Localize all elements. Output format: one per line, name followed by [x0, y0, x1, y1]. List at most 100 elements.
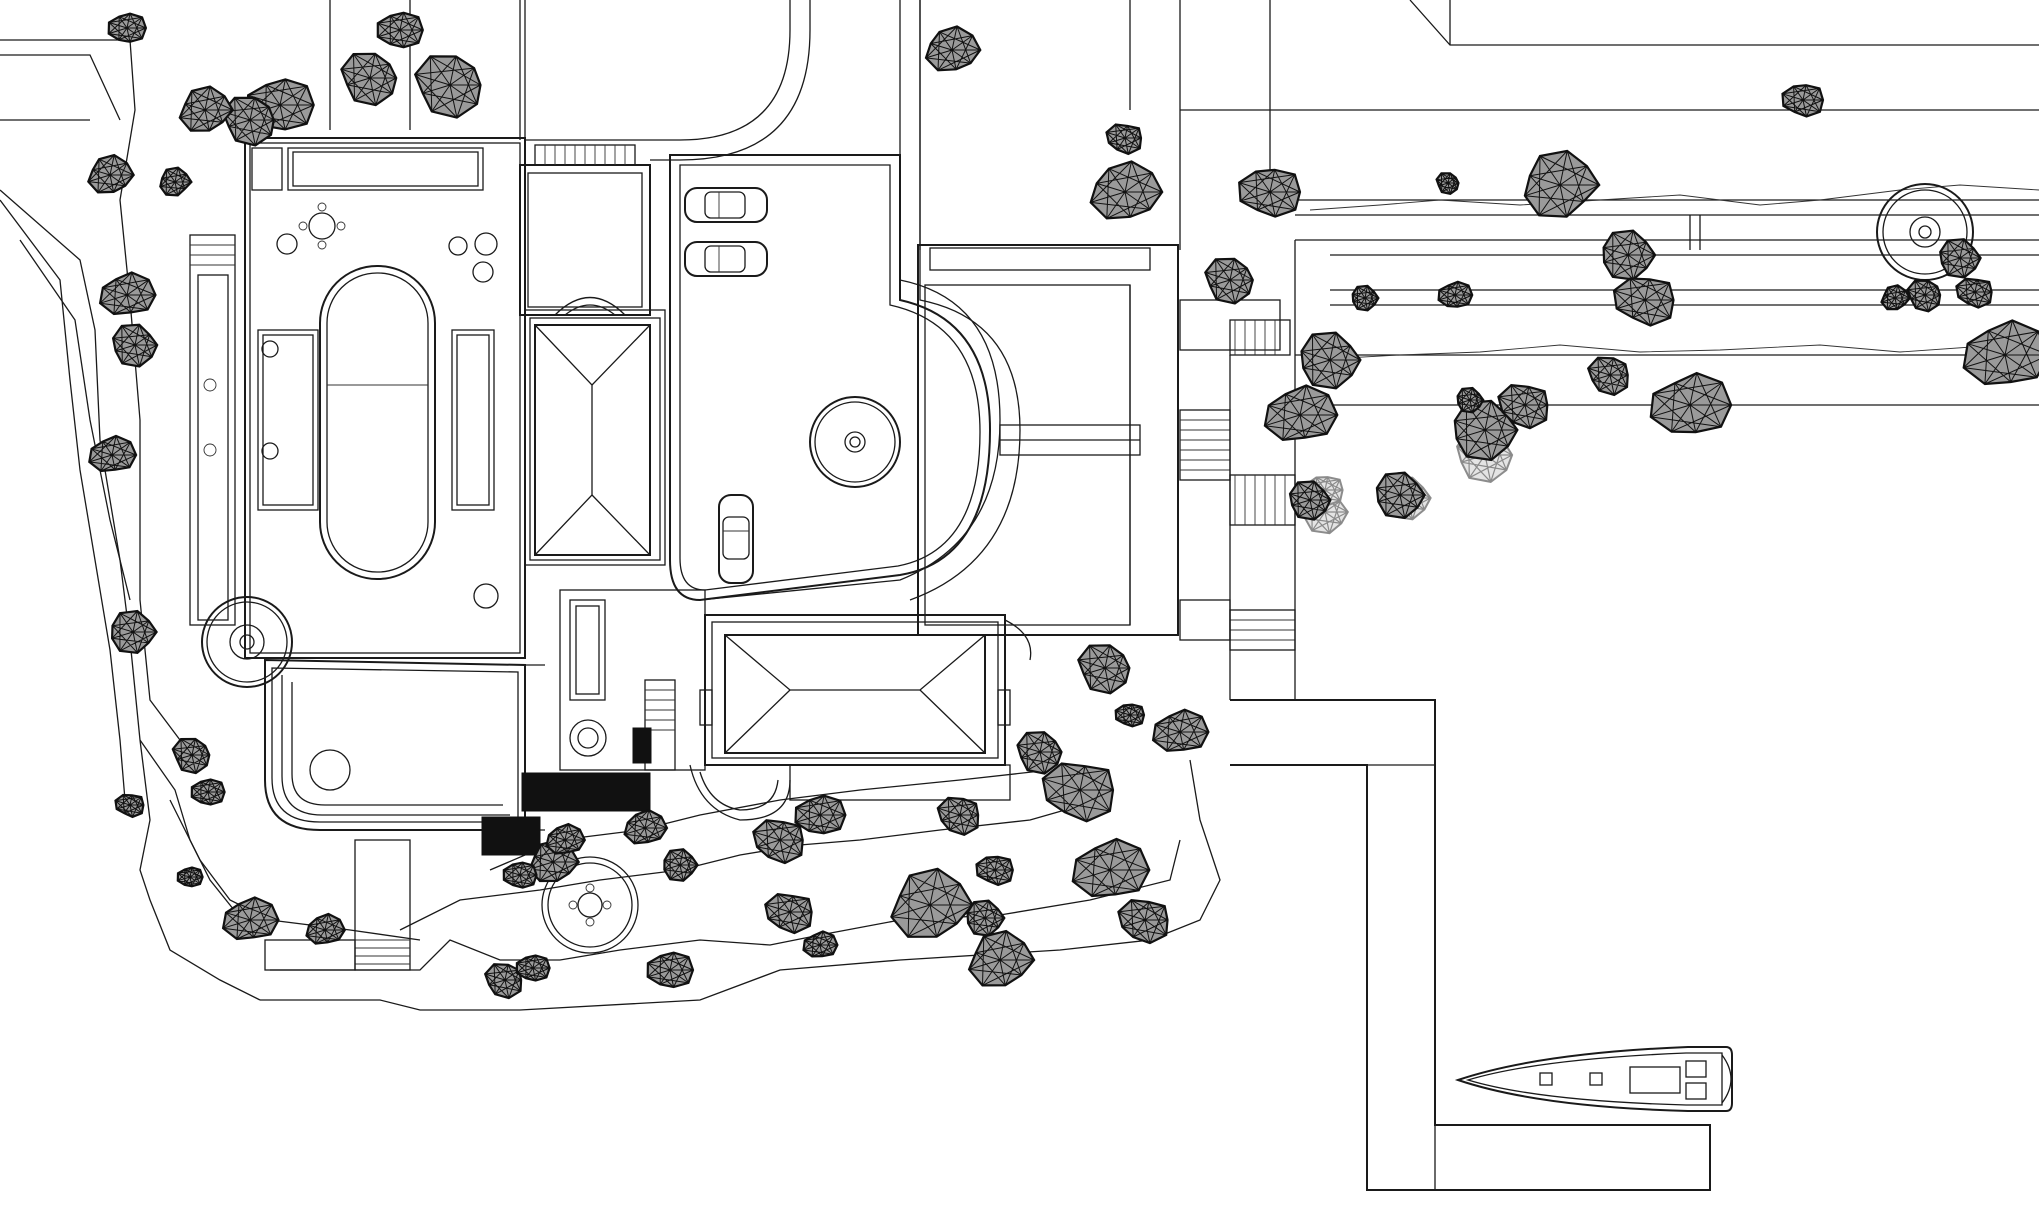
boulder-icon — [1453, 399, 1519, 462]
boulder-icon — [1105, 123, 1143, 156]
boulder-mesh — [112, 324, 158, 367]
boulder-icon — [1962, 319, 2039, 386]
boulder-mesh — [1204, 258, 1254, 304]
boulder-mesh — [377, 12, 423, 48]
boulder-icon — [1497, 383, 1549, 430]
boulder-mesh — [1907, 280, 1941, 312]
boulder-mesh — [1454, 400, 1518, 461]
boulder-mesh — [1072, 838, 1150, 897]
boulder-mesh — [967, 900, 1005, 936]
boulder-mesh — [664, 848, 698, 882]
boulder-icon — [114, 793, 145, 819]
car-icon — [718, 494, 754, 584]
boulder-mesh — [1090, 161, 1163, 219]
boulder-mesh — [1115, 704, 1145, 727]
boulder-icon — [107, 12, 148, 43]
boulder-icon — [1586, 356, 1629, 397]
boulder-mesh — [937, 797, 979, 836]
boulder-icon — [87, 153, 136, 194]
boulder-icon — [966, 899, 1006, 937]
boulder-icon — [663, 848, 699, 882]
boulder-mesh — [1152, 709, 1209, 752]
boulder-mesh — [976, 856, 1014, 886]
boulder-mesh — [1782, 84, 1824, 117]
boulder-mesh — [1301, 332, 1361, 389]
boulder-outline — [1962, 319, 2039, 386]
boulder-mesh — [99, 272, 156, 315]
boulder-mesh — [159, 167, 192, 196]
boulder-icon — [1288, 480, 1332, 521]
car-icon — [684, 187, 768, 223]
boulder-mesh — [795, 795, 846, 834]
boulder-mesh — [503, 862, 537, 888]
boulder-icon — [340, 52, 398, 107]
boulder-icon — [1300, 331, 1362, 390]
boulder-outline — [890, 867, 974, 938]
motor-court — [669, 154, 992, 602]
round-table-icon — [298, 202, 346, 250]
boulder-icon — [413, 55, 482, 119]
boat-icon — [1454, 1046, 1733, 1112]
boulder-icon — [623, 808, 669, 845]
boulder-icon — [1955, 277, 1993, 309]
boulder-outline — [752, 819, 804, 865]
boulder-icon — [975, 855, 1014, 887]
boulder-mesh — [341, 53, 397, 106]
boulder-icon — [890, 867, 974, 938]
east-stairs — [1179, 240, 1296, 701]
boulder-mesh — [1438, 281, 1473, 308]
boulder-icon — [794, 794, 847, 835]
boulder-icon — [936, 796, 980, 836]
boulder-icon — [1114, 703, 1146, 728]
boulder-mesh — [1956, 278, 1992, 308]
boulder-icon — [1041, 762, 1115, 823]
boulder-icon — [111, 323, 159, 368]
boulder-icon — [1612, 277, 1675, 327]
boulder-icon — [967, 929, 1036, 987]
boulder-mesh — [1524, 150, 1600, 217]
boulder-mesh — [88, 435, 137, 472]
boulder-mesh — [111, 610, 157, 654]
boulder-icon — [1016, 731, 1063, 775]
boulder-mesh — [1498, 384, 1548, 429]
boulder-icon — [1204, 257, 1254, 305]
boulder-icon — [305, 912, 347, 945]
boulder-mesh — [1017, 731, 1062, 774]
boulder-icon — [1263, 384, 1339, 442]
boulder-icon — [1151, 708, 1210, 752]
boulder-icon — [1435, 172, 1460, 195]
boulder-icon — [98, 271, 157, 316]
boulder-icon — [376, 11, 424, 49]
boulder-mesh — [172, 738, 210, 774]
pool-terrace — [189, 137, 526, 659]
boulder-mesh — [647, 952, 694, 988]
boulder-icon — [752, 819, 804, 865]
boulder-icon — [1375, 471, 1427, 520]
boulder-mesh — [891, 868, 973, 938]
boulder-icon — [1523, 149, 1601, 218]
boulder-mesh — [546, 823, 586, 855]
boulder-mesh — [1457, 387, 1484, 413]
boulder-icon — [221, 96, 275, 147]
fountain-icon — [1876, 183, 1974, 281]
boulder-outline — [967, 929, 1036, 987]
boulder-mesh — [1352, 285, 1379, 311]
boulder-outline — [1089, 160, 1164, 220]
boulder-icon — [1906, 279, 1942, 313]
boulder-mesh — [179, 86, 234, 132]
boulder-icon — [1437, 280, 1474, 308]
boulder-mesh — [752, 819, 803, 864]
boulder-icon — [1071, 837, 1151, 898]
boulder-mesh — [1603, 230, 1656, 280]
boulder-icon — [159, 166, 193, 197]
boulder-mesh — [306, 913, 346, 945]
boulder-mesh — [1289, 481, 1331, 520]
boulder-icon — [483, 963, 523, 1000]
boulder-mesh — [484, 963, 522, 999]
dark-planter — [521, 772, 651, 812]
boulder-icon — [1456, 386, 1485, 414]
lower-terrace — [264, 658, 545, 831]
car-icon — [684, 241, 768, 277]
boulder-icon — [1117, 899, 1169, 945]
